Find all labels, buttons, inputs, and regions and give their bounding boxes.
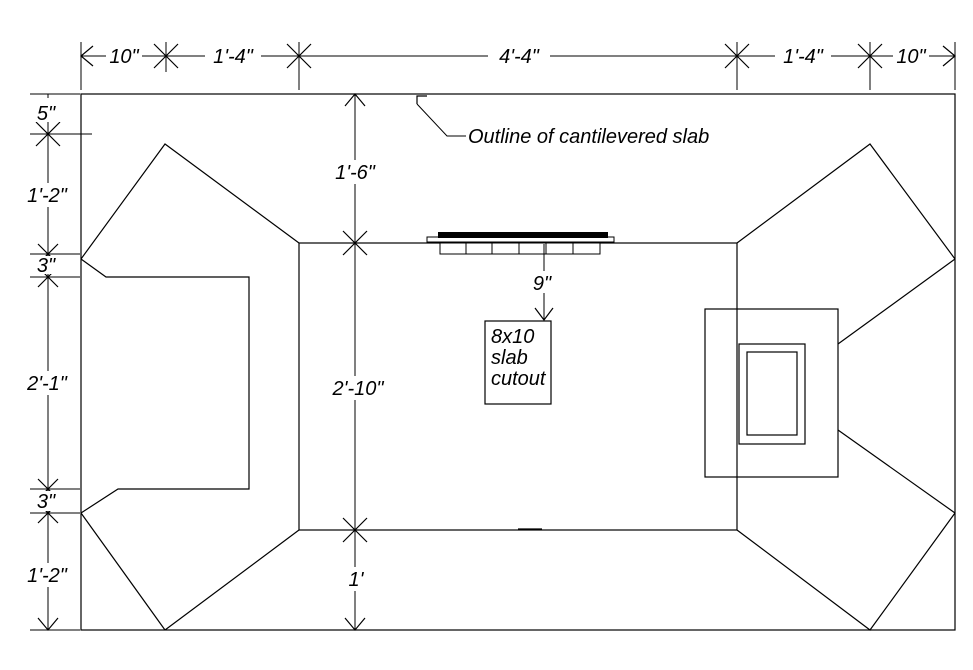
dim-top-3: 4'-4" [499,46,540,68]
outline-note-text: Outline of cantilevered slab [468,126,709,148]
left-bay-lower-edge [164,529,300,631]
slab-cutout: 8x10 slab cutout [484,320,552,405]
right-inner-box [746,351,798,436]
right-middle-box [738,343,806,445]
left-dimension-chain: 5" 1'-2" 3" 2'-1" 3" 1'-2" [16,93,92,631]
dim-top-1: 10" [109,46,139,68]
dim-nine-inch: 9" [533,273,552,295]
left-bay-upper [80,143,300,260]
dim-top-4: 1'-4" [783,46,824,68]
dim-left-1: 5" [37,103,56,125]
nine-inch-callout: 9" [528,244,560,321]
right-bay-lower [736,512,956,631]
dim-top-2: 1'-4" [213,46,254,68]
dim-top-5: 10" [896,46,926,68]
dim-center-1: 1'-6" [335,162,376,184]
dim-left-5: 3" [37,491,56,513]
right-outer-box [704,308,839,478]
top-dimension-chain: 10" 1'-4" 4'-4" 1'-4" 10" [80,42,956,90]
outline-note: Outline of cantilevered slab [416,95,709,148]
cutout-label-line-1: 8x10 [491,326,534,348]
left-bay-lower [80,512,166,631]
right-bay-upper-inner [837,258,956,345]
beam-detail [426,232,615,255]
right-bay-lower-inner [837,429,956,514]
left-inner-opening [80,258,250,514]
center-dimension-chain: 1'-6" 2'-10" 1' [322,93,390,631]
slab-outline [80,93,956,631]
dim-left-4: 2'-1" [26,373,68,395]
dim-center-2: 2'-10" [332,378,385,400]
dim-left-3: 3" [37,255,56,277]
cutout-label-line-2: slab [491,347,528,369]
cutout-label-line-3: cutout [491,368,547,390]
dim-left-6: 1'-2" [27,565,68,587]
dim-left-2: 1'-2" [27,185,68,207]
dim-center-3: 1' [349,569,365,591]
right-bay-upper [736,143,956,260]
